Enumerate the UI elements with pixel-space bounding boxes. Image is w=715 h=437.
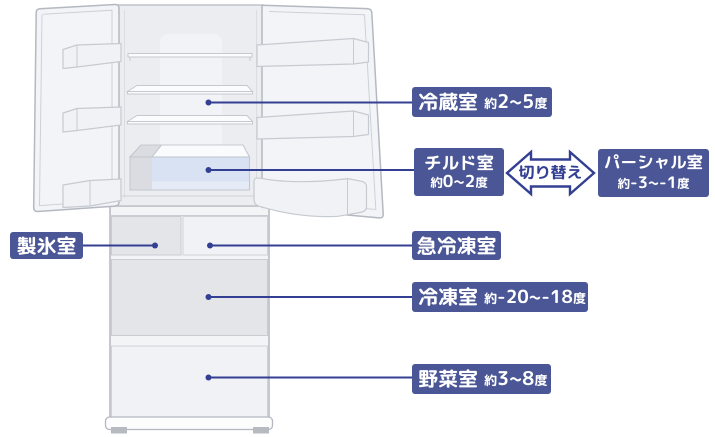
left-door bbox=[32, 3, 122, 213]
chilled-case bbox=[128, 144, 251, 191]
dot-vegetable bbox=[205, 374, 212, 381]
chilled-case-front-lower bbox=[152, 181, 250, 190]
switch-arrow-text: 切り替え bbox=[518, 161, 583, 184]
shelf-3-edge bbox=[127, 121, 253, 125]
partial-room-name: パーシャル室 bbox=[604, 151, 703, 175]
fridge-room-name: 冷蔵室 bbox=[418, 88, 478, 116]
dot-freezer bbox=[205, 294, 212, 300]
shelf-1 bbox=[127, 53, 253, 58]
dot-quick-freeze bbox=[207, 242, 213, 249]
switch-arrow bbox=[505, 149, 596, 197]
ice-room-drawer bbox=[111, 216, 182, 256]
right-foot bbox=[253, 427, 269, 434]
vegetable-drawer bbox=[111, 345, 268, 418]
dot-ice bbox=[152, 242, 158, 249]
label-ice-room: 製氷室 bbox=[10, 232, 83, 259]
dot-chilled bbox=[205, 167, 212, 173]
quick-freeze-drawer bbox=[182, 216, 268, 256]
shelf-2 bbox=[125, 85, 254, 92]
label-quick-freeze-room: 急冷凍室 bbox=[412, 231, 501, 260]
right-door bbox=[253, 4, 384, 219]
chilled-case-outline bbox=[129, 156, 251, 191]
freezer-room-name: 冷凍室 bbox=[418, 283, 478, 311]
chilled-case-cap bbox=[130, 157, 152, 190]
vegetable-room-name: 野菜室 bbox=[418, 365, 478, 393]
back-panel bbox=[160, 34, 222, 160]
connectors bbox=[83, 99, 414, 381]
dot-fridge bbox=[205, 99, 212, 106]
ice-room-name: 製氷室 bbox=[16, 231, 77, 260]
fridge-cavity bbox=[117, 4, 264, 207]
shelf-3 bbox=[125, 115, 254, 122]
right-door-pocket bbox=[253, 177, 368, 218]
left-foot bbox=[111, 427, 127, 434]
base-plinth bbox=[104, 416, 274, 431]
shelf-2-edge bbox=[127, 91, 253, 95]
lower-cabinet bbox=[104, 205, 274, 434]
chilled-room-name: チルド室 bbox=[424, 149, 494, 175]
quick-freeze-room-name: 急冷凍室 bbox=[416, 231, 497, 260]
